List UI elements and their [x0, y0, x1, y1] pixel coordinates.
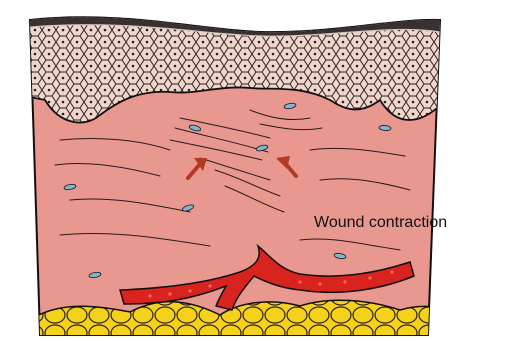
wound-contraction-label: Wound contraction — [314, 214, 447, 232]
